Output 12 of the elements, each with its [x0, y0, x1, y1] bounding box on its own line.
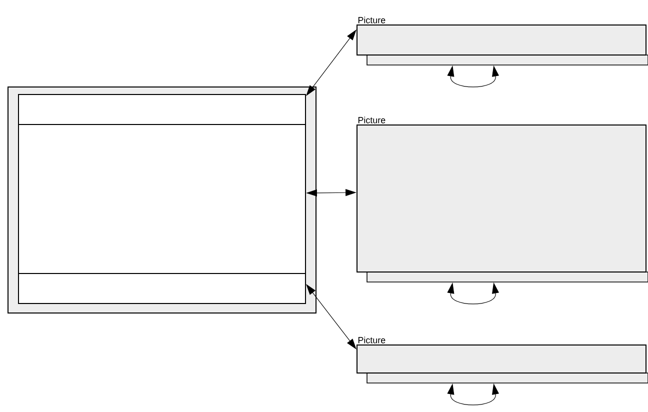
arrow: [306, 284, 356, 350]
picture-box: Picture: [356, 336, 646, 374]
shadow-bar: [366, 54, 648, 66]
panel-section: [18, 273, 306, 304]
node-label: Picture: [358, 336, 386, 344]
node-label: Picture: [358, 116, 386, 124]
panel-section: [18, 94, 306, 125]
picture-box: Picture: [356, 16, 646, 56]
node-label: Picture: [358, 16, 386, 24]
shadow-bar: [366, 272, 648, 282]
shadow-bar: [366, 372, 648, 384]
picture-box: Picture: [356, 116, 646, 272]
